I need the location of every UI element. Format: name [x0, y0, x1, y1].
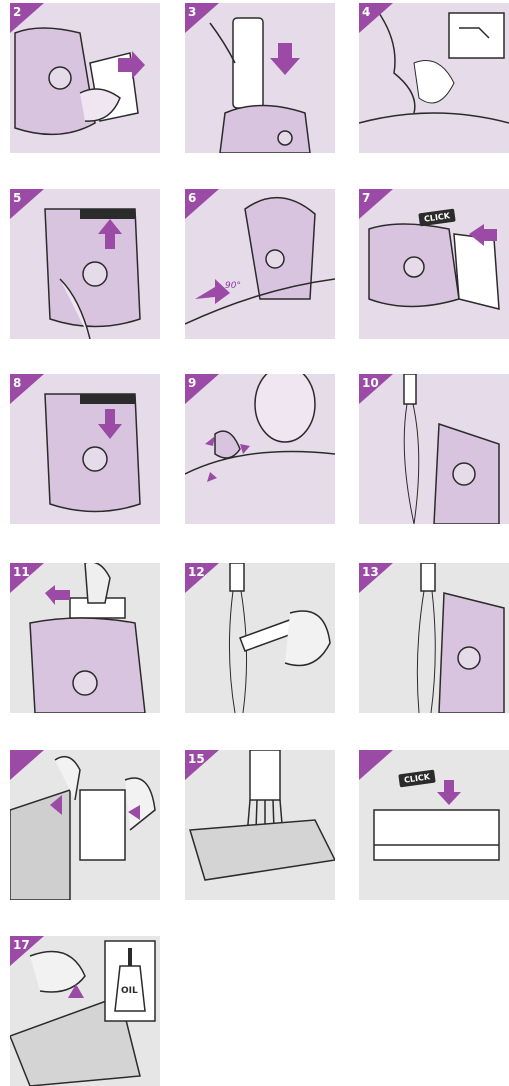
- step-3-panel: 3: [185, 3, 335, 153]
- step-badge: [10, 750, 44, 780]
- step-number: 10: [362, 376, 379, 390]
- step-10-panel: 10: [359, 374, 509, 524]
- step-number: 2: [13, 5, 21, 19]
- step-5-panel: 5: [10, 189, 160, 339]
- angle-label: 90°: [225, 281, 241, 291]
- step-8-panel: 8: [10, 374, 160, 524]
- step-13-panel: 13: [359, 563, 509, 713]
- step-6-panel: 90° 6: [185, 189, 335, 339]
- step-16-panel: CLICK: [359, 750, 509, 900]
- step-9-panel: 9: [185, 374, 335, 524]
- step-badge: [359, 750, 393, 780]
- step-7-panel: CLICK 7: [359, 189, 509, 339]
- step-15-panel: 15: [185, 750, 335, 900]
- step-17-panel: OIL 17: [10, 936, 160, 1086]
- step-number: 7: [362, 191, 370, 205]
- oil-label: OIL: [121, 986, 138, 996]
- step-number: 4: [362, 5, 370, 19]
- step-number: 3: [188, 5, 196, 19]
- step-number: 5: [13, 191, 21, 205]
- step-2-panel: 2: [10, 3, 160, 153]
- step-14-panel: [10, 750, 160, 900]
- step-number: 6: [188, 191, 196, 205]
- step-number: 17: [13, 938, 30, 952]
- step-number: 15: [188, 752, 205, 766]
- step-12-panel: 12: [185, 563, 335, 713]
- step-number: 11: [13, 565, 30, 579]
- step-number: 13: [362, 565, 379, 579]
- step-number: 9: [188, 376, 196, 390]
- step-number: 8: [13, 376, 21, 390]
- step-11-panel: 11: [10, 563, 160, 713]
- step-4-panel: 4: [359, 3, 509, 153]
- step-number: 12: [188, 565, 205, 579]
